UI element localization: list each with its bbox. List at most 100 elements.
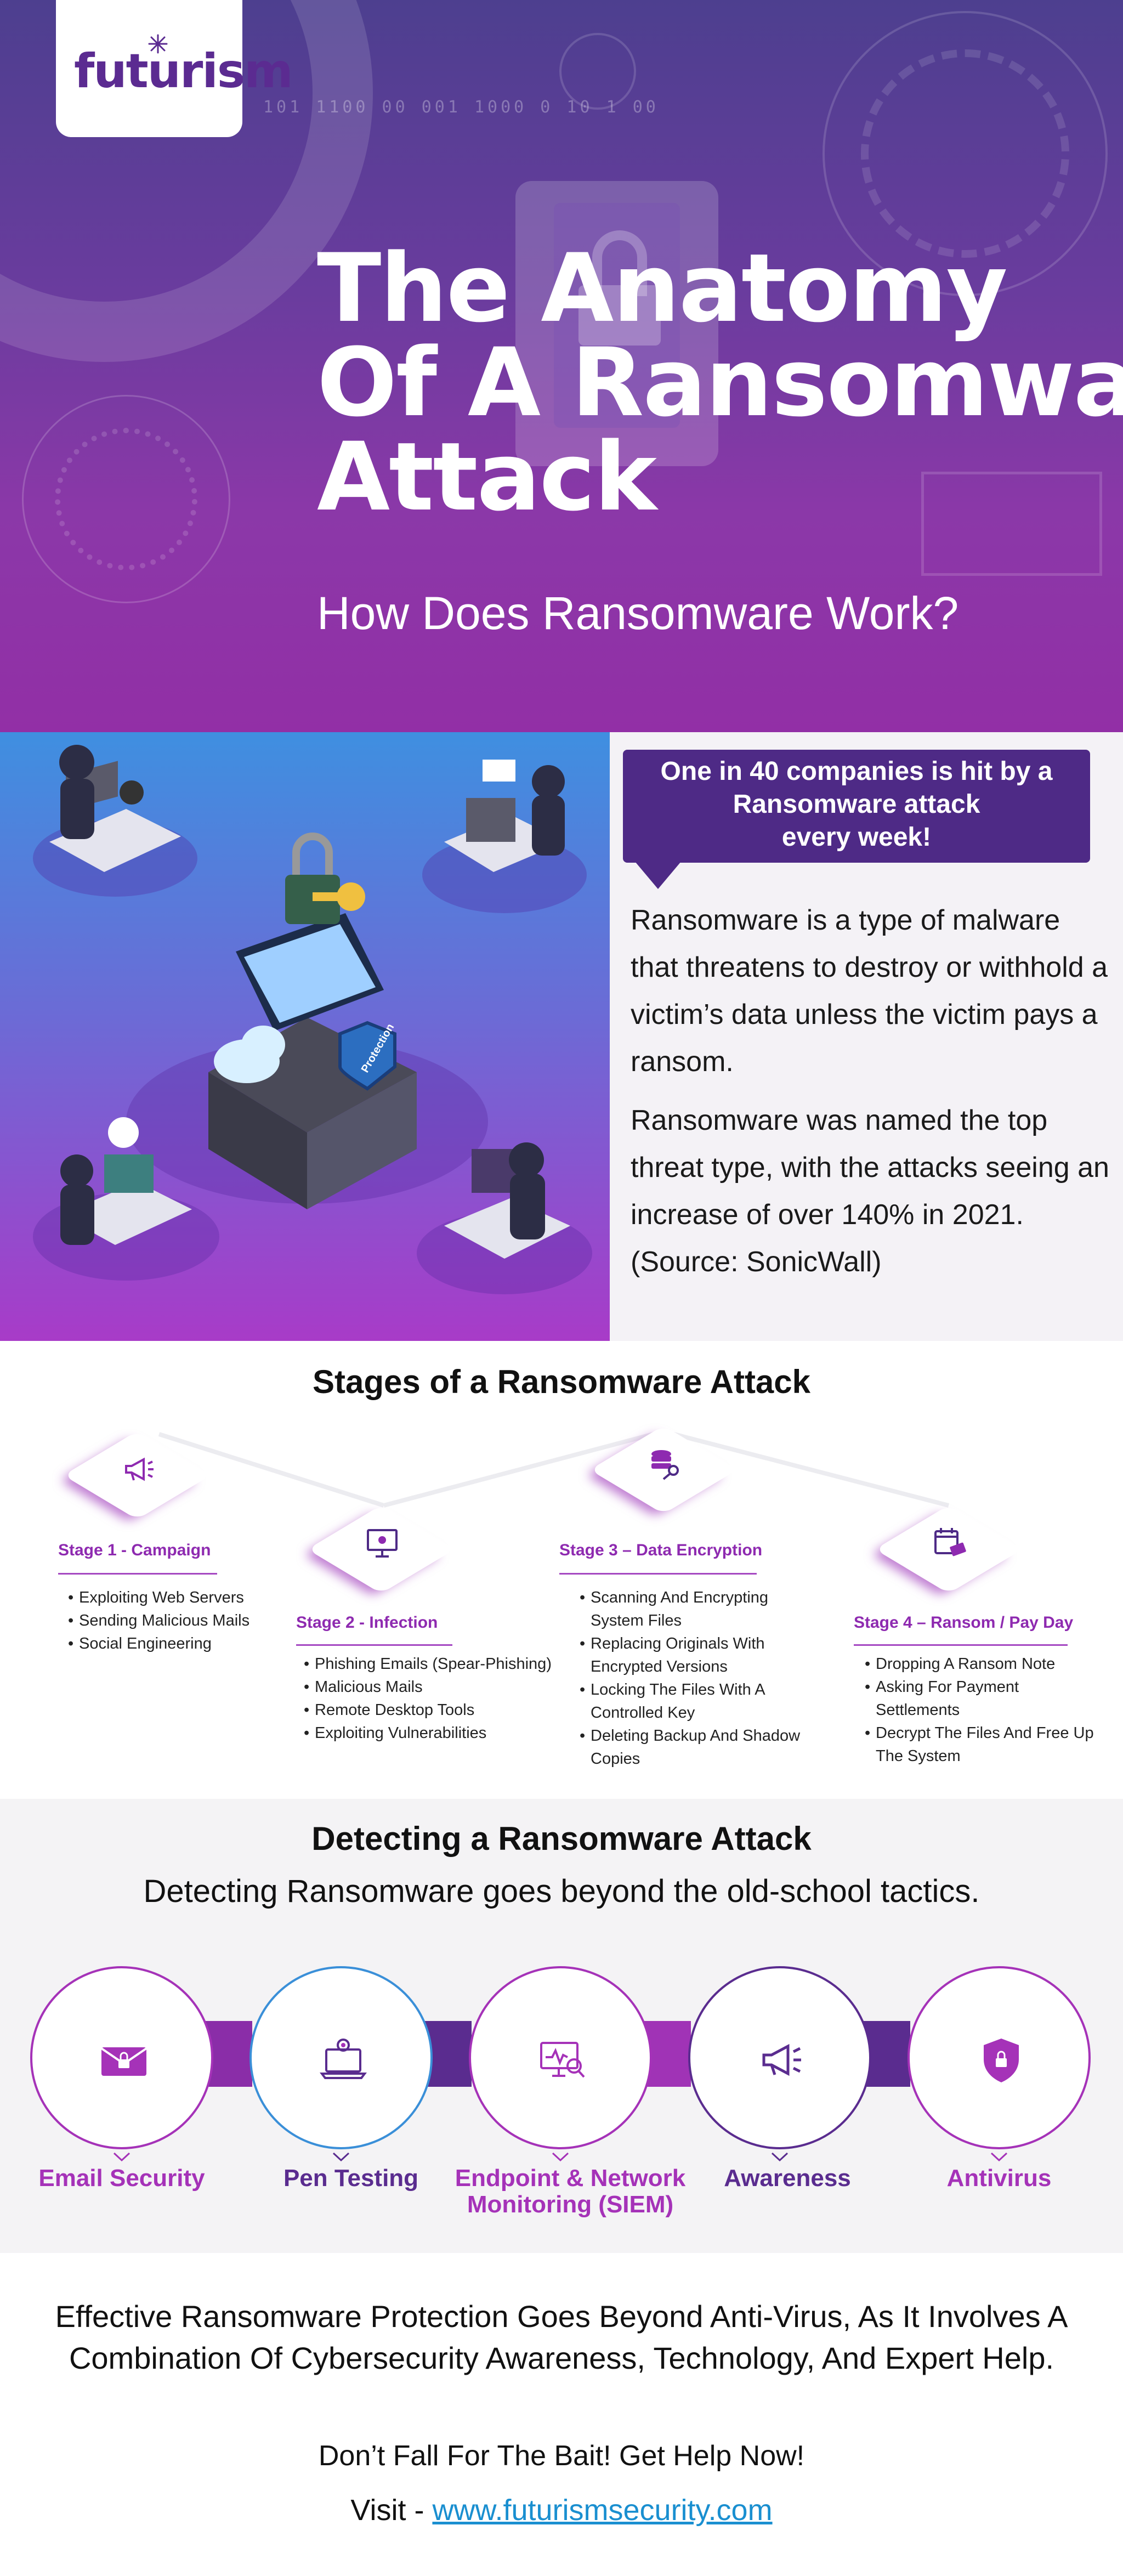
detect-subtitle: Detecting Ransomware goes beyond the old… — [143, 1873, 980, 1909]
hero-dial-inner-decoration — [861, 49, 1069, 258]
stage-bullet: Malicious Mails — [303, 1675, 552, 1699]
hacker-desk-bottomright — [444, 1142, 570, 1259]
attack-stages-section: Stages of a Ransomware Attack Stage 1 - … — [0, 1341, 1123, 1799]
visit-line: Visit - www.futurismsecurity.com — [0, 2493, 1123, 2527]
protection-statement: Effective Ransomware Protection Goes Bey… — [55, 2299, 1068, 2375]
hero-banner: 101 1100 00 001 1000 0 10 1 00 futurism … — [0, 0, 1123, 732]
hero-title-line: Attack — [317, 422, 657, 532]
stage-4-badge — [869, 1497, 1028, 1594]
stage-4-underline — [854, 1644, 1068, 1646]
infected-monitor-icon — [367, 1529, 398, 1558]
detection-chain — [0, 1961, 1123, 2169]
chevron-down-icon — [113, 2152, 131, 2162]
chevron-down-icon — [332, 2152, 350, 2162]
stage-bullet: Decrypt The Files And Free Up The System — [864, 1722, 1094, 1768]
stage-1-badge — [58, 1423, 217, 1520]
hacker-illustration: Protection — [0, 732, 610, 1341]
stage-bullet: Deleting Backup And Shadow Copies — [578, 1724, 820, 1770]
ransomware-statistic: Ransomware was named the top threat type… — [631, 1105, 1109, 1278]
hero-panel-decoration — [921, 472, 1102, 576]
shield-lock-icon — [984, 2039, 1019, 2082]
futurism-logo[interactable]: futurism — [56, 0, 293, 137]
stage-bullet: Dropping A Ransom Note — [864, 1652, 1094, 1675]
monitor-search-icon — [540, 2042, 585, 2078]
calendar-money-icon — [934, 1528, 966, 1556]
locked-email-icon — [100, 2047, 148, 2076]
stage-bullet: Remote Desktop Tools — [303, 1699, 552, 1722]
logo-wordmark: futurism — [74, 44, 293, 99]
stage-1-heading: Stage 1 - Campaign — [58, 1541, 211, 1559]
callout-line: One in 40 companies is hit by a — [660, 757, 1053, 786]
stage-bullet: Asking For Payment Settlements — [864, 1675, 1094, 1722]
detect-title: Detecting a Ransomware Attack — [311, 1820, 812, 1857]
chevron-down-icon — [990, 2152, 1008, 2162]
antivirus-label: Antivirus — [946, 2165, 1052, 2192]
megaphone-icon — [762, 2043, 801, 2076]
detecting-section: Detecting a Ransomware Attack Detecting … — [0, 1799, 1123, 2253]
callout-line: every week! — [781, 823, 932, 852]
pen-testing-label: Pen Testing — [283, 2165, 419, 2192]
callout-line: Ransomware attack — [733, 790, 980, 819]
hero-lock-body-decoration — [578, 285, 661, 346]
stage-connector-lines — [158, 1429, 950, 1508]
hero-binary-text: 101 1100 00 001 1000 0 10 1 00 — [263, 98, 659, 117]
stage-bullet: Social Engineering — [67, 1632, 249, 1655]
hacker-desk-topright — [444, 760, 565, 872]
stage-bullet: Phishing Emails (Spear-Phishing) — [303, 1652, 552, 1675]
awareness-circle — [688, 1966, 871, 2149]
megaphone-icon — [125, 1457, 154, 1481]
stage-3-underline — [559, 1573, 757, 1575]
hero-target-decoration — [22, 395, 230, 603]
hero-lock-circle-decoration — [559, 33, 636, 110]
stage-bullet: Scanning And Encrypting System Files — [578, 1586, 820, 1632]
stage-4-heading: Stage 4 – Ransom / Pay Day — [854, 1613, 1074, 1632]
stage-3-bullets: Scanning And Encrypting System Files Rep… — [578, 1586, 820, 1770]
stage-2-heading: Stage 2 - Infection — [296, 1613, 438, 1632]
awareness-label: Awareness — [724, 2165, 851, 2192]
email-security-circle — [30, 1966, 213, 2149]
hero-title-line: Of A Ransomware — [317, 327, 1123, 438]
stage-2-underline — [296, 1644, 452, 1646]
logo-sparkle-icon — [148, 34, 168, 54]
email-security-label: Email Security — [38, 2165, 205, 2192]
stage-bullet: Locking The Files With A Controlled Key — [578, 1678, 820, 1724]
hacker-desk-topleft — [49, 745, 181, 872]
stage-bullet: Replacing Originals With Encrypted Versi… — [578, 1632, 820, 1678]
laptop-location-icon — [320, 2039, 367, 2079]
stage-3-badge — [584, 1418, 743, 1514]
visit-prefix: Visit - — [350, 2494, 433, 2527]
stage-1-underline — [58, 1573, 217, 1575]
database-key-icon — [651, 1450, 679, 1480]
stage-1-bullets: Exploiting Web Servers Sending Malicious… — [67, 1586, 249, 1655]
chevron-down-icon — [552, 2152, 569, 2162]
hero-title: The Anatomy Of A Ransomware Attack — [317, 233, 1123, 532]
hacker-desk-bottomleft — [60, 1117, 192, 1245]
endpoint-monitoring-circle — [469, 1966, 652, 2149]
stage-bullet: Exploiting Web Servers — [67, 1586, 249, 1609]
stage-bullet: Exploiting Vulnerabilities — [303, 1722, 552, 1745]
stage-3-heading: Stage 3 – Data Encryption — [559, 1541, 763, 1559]
ransomware-scene-illustration — [33, 745, 592, 1294]
pen-testing-circle — [249, 1966, 433, 2149]
hero-target-inner-decoration — [55, 428, 197, 570]
website-link[interactable]: www.futurismsecurity.com — [432, 2494, 773, 2527]
call-to-action: Don’t Fall For The Bait! Get Help Now! — [318, 2440, 805, 2472]
stage-4-bullets: Dropping A Ransom Note Asking For Paymen… — [864, 1652, 1094, 1768]
ransomware-definition: Ransomware is a type of malware that thr… — [631, 904, 1108, 1078]
hero-tablet-decoration — [515, 181, 718, 466]
stage-2-bullets: Phishing Emails (Spear-Phishing) Malicio… — [303, 1652, 552, 1745]
chevron-down-icon — [771, 2152, 789, 2162]
footer-cta: Effective Ransomware Protection Goes Bey… — [0, 2253, 1123, 2576]
intro-text-panel: One in 40 companies is hit by a Ransomwa… — [610, 732, 1123, 1341]
hero-title-line: The Anatomy — [317, 233, 1008, 343]
stages-title: Stages of a Ransomware Attack — [312, 1363, 811, 1400]
hero-subtitle: How Does Ransomware Work? — [317, 587, 959, 639]
stage-2-badge — [302, 1497, 461, 1594]
stage-bullet: Sending Malicious Mails — [67, 1609, 249, 1632]
antivirus-circle — [908, 1966, 1091, 2149]
stat-callout: One in 40 companies is hit by a Ransomwa… — [623, 750, 1090, 863]
endpoint-monitoring-label: Endpoint & Network Monitoring (SIEM) — [455, 2165, 686, 2218]
hero-dial-decoration — [823, 11, 1108, 296]
infected-cloud — [214, 1026, 285, 1083]
